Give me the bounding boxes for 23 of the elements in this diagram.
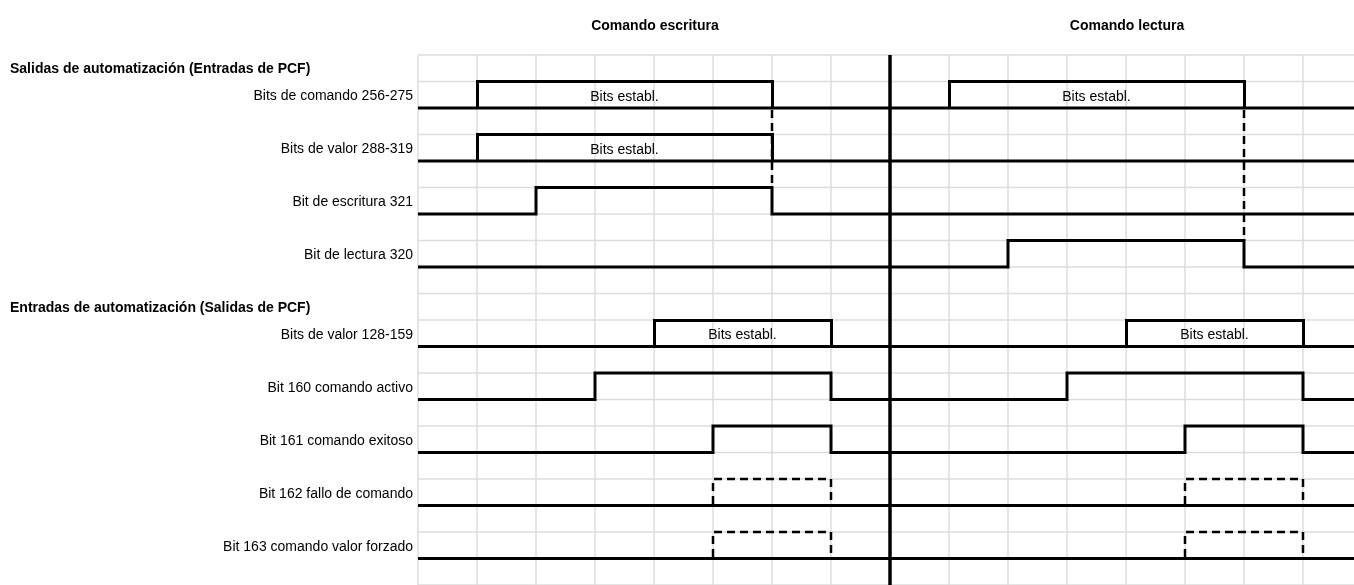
- bus-value-box: [652, 318, 833, 347]
- signal-label: Bit 161 comando exitoso: [259, 430, 413, 449]
- bus-value-text: Bits establ.: [590, 87, 659, 104]
- column-heading: Comando escritura: [591, 16, 719, 34]
- signal-label: Bits de comando 256-275: [253, 86, 413, 104]
- bus-value-box: [475, 80, 774, 108]
- bus-value-box: [475, 133, 774, 161]
- bus-value-text: Bits establ.: [1180, 326, 1249, 342]
- bus-value-box: [947, 80, 1246, 108]
- signal-label: Bit 160 comando activo: [267, 377, 413, 396]
- column-heading: Comando lectura: [1069, 16, 1185, 34]
- signal-label: Bit de lectura 320: [304, 245, 413, 263]
- signal-label: Bit 163 comando valor forzado: [223, 536, 413, 555]
- signal-label: Bit 162 fallo de comando: [258, 483, 413, 502]
- bus-value-box: [1124, 318, 1305, 347]
- signal-label: Bits de valor 288-319: [280, 139, 413, 157]
- bus-value-text: Bits establ.: [590, 140, 659, 157]
- bus-value-text: Bits establ.: [708, 326, 777, 342]
- section-heading: Entradas de automatización (Salidas de PCF): [10, 298, 311, 316]
- section-heading: Salidas de automatización (Entradas de PCF): [10, 59, 311, 77]
- signal-label: Bits de valor 128-159: [280, 324, 413, 343]
- signal-label: Bit de escritura 321: [292, 192, 413, 210]
- bus-value-text: Bits establ.: [1062, 87, 1131, 104]
